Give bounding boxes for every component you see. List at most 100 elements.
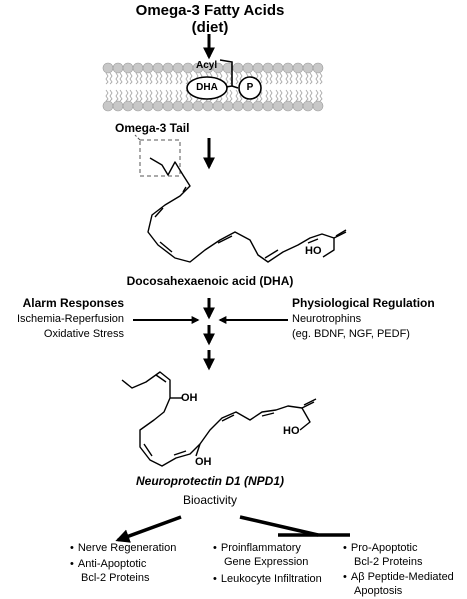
effect-proinflammatory-line2: Gene Expression	[224, 556, 309, 568]
lipid-tail	[169, 72, 173, 85]
npd1-name: Neuroprotectin D1 (NPD1)	[135, 474, 284, 488]
lipid-tail	[125, 89, 129, 102]
lipid-tail	[145, 89, 149, 102]
lipid-head	[172, 100, 184, 112]
lipid-tail	[109, 72, 113, 85]
dha-name: Docosahexaenoic acid (DHA)	[126, 274, 294, 288]
bioactivity-label: Bioactivity	[182, 493, 238, 507]
lipid-tail	[275, 72, 279, 85]
lipid-head	[292, 62, 304, 74]
lipid-tail	[165, 89, 169, 102]
lipid-tail	[115, 89, 119, 102]
lipid-tail	[225, 89, 229, 102]
lipid-tail	[289, 89, 293, 102]
lipid-tail	[135, 72, 139, 85]
lipid-tail	[285, 89, 289, 102]
alarm-line2: Oxidative Stress	[43, 328, 124, 340]
lipid-tail	[179, 89, 183, 102]
lipid-tail	[149, 72, 153, 85]
lipid-head	[232, 62, 244, 74]
lipid-tail	[285, 72, 289, 85]
lipid-tail	[169, 89, 173, 102]
lipid-head	[202, 100, 214, 112]
lipid-tail	[315, 72, 319, 85]
lipid-tail	[295, 72, 299, 85]
arrow-nerve-regeneration	[115, 515, 182, 543]
lipid-tail	[279, 72, 283, 85]
lipid-head	[102, 62, 114, 74]
phosphate-label: P	[246, 82, 254, 93]
lipid-head	[152, 100, 164, 112]
lipid-tail	[235, 72, 239, 85]
lipid-tail	[185, 89, 189, 102]
lipid-tail	[175, 72, 179, 85]
lipid-head	[302, 100, 314, 112]
lipid-head	[112, 100, 124, 112]
lipid-tail	[265, 89, 269, 102]
lipid-tail	[145, 72, 149, 85]
effect-branches	[115, 515, 350, 543]
lipid-tail	[305, 72, 309, 85]
alarm-line1: Ischemia-Reperfusion	[17, 313, 124, 325]
lipid-tail	[185, 72, 189, 85]
lipid-tail	[139, 89, 143, 102]
lipid-tail	[125, 72, 129, 85]
lipid-head	[282, 100, 294, 112]
lipid-tail	[289, 72, 293, 85]
lipid-head	[112, 62, 124, 74]
lipid-head	[102, 100, 114, 112]
lipid-head	[182, 100, 194, 112]
lipid-tail	[235, 89, 239, 102]
lipid-tail	[159, 72, 163, 85]
lipid-head	[262, 62, 274, 74]
lipid-head	[252, 100, 264, 112]
effect-leukocyte: Leukocyte Infiltration	[213, 573, 322, 586]
lipid-head	[242, 100, 254, 112]
lipid-head	[222, 100, 234, 112]
lipid-head	[272, 100, 284, 112]
physio-title: Physiological Regulation	[292, 296, 435, 310]
effect-anti-apoptotic: Anti-Apoptotic	[70, 558, 146, 571]
lipid-head	[142, 100, 154, 112]
effect-abeta-line2: Apoptosis	[354, 585, 403, 597]
effect-proinflammatory: Proinflammatory	[213, 542, 301, 555]
lipid-head	[232, 100, 244, 112]
lipid-tail	[119, 89, 123, 102]
physio-line2: (eg. BDNF, NGF, PEDF)	[292, 328, 410, 340]
lipid-tail	[315, 89, 319, 102]
lipid-tail	[319, 72, 323, 85]
lipid-tail	[225, 72, 229, 85]
dha-structure	[147, 157, 347, 263]
lipid-head	[242, 62, 254, 74]
diet-title-line2: (diet)	[191, 19, 229, 36]
physio-line1: Neurotrophins	[292, 313, 362, 325]
lipid-head	[302, 62, 314, 74]
lipid-tail	[155, 72, 159, 85]
lipid-tail	[319, 89, 323, 102]
lipid-head	[212, 100, 224, 112]
lipid-tail	[159, 89, 163, 102]
lipid-tail	[299, 72, 303, 85]
lipid-tail	[259, 89, 263, 102]
lipid-head	[252, 62, 264, 74]
membrane-bilayer	[102, 62, 324, 112]
lipid-head	[282, 62, 294, 74]
lipid-tail	[165, 72, 169, 85]
lipid-tail	[305, 89, 309, 102]
lipid-tail	[295, 89, 299, 102]
lipid-tail	[299, 89, 303, 102]
lipid-tail	[109, 89, 113, 102]
npd1-oh-upper: OH	[181, 392, 198, 404]
lipid-tail	[279, 89, 283, 102]
lipid-tail	[269, 72, 273, 85]
lipid-head	[162, 100, 174, 112]
npd1-oh-lower: OH	[195, 456, 212, 468]
dha-label: DHA	[196, 82, 218, 93]
lipid-tail	[149, 89, 153, 102]
lipid-head	[122, 62, 134, 74]
lipid-head	[262, 100, 274, 112]
npd1-acid-label: HO	[283, 425, 300, 437]
effect-nerve-regeneration: Nerve Regeneration	[70, 542, 176, 555]
lipid-tail	[309, 72, 313, 85]
lipid-head	[182, 62, 194, 74]
